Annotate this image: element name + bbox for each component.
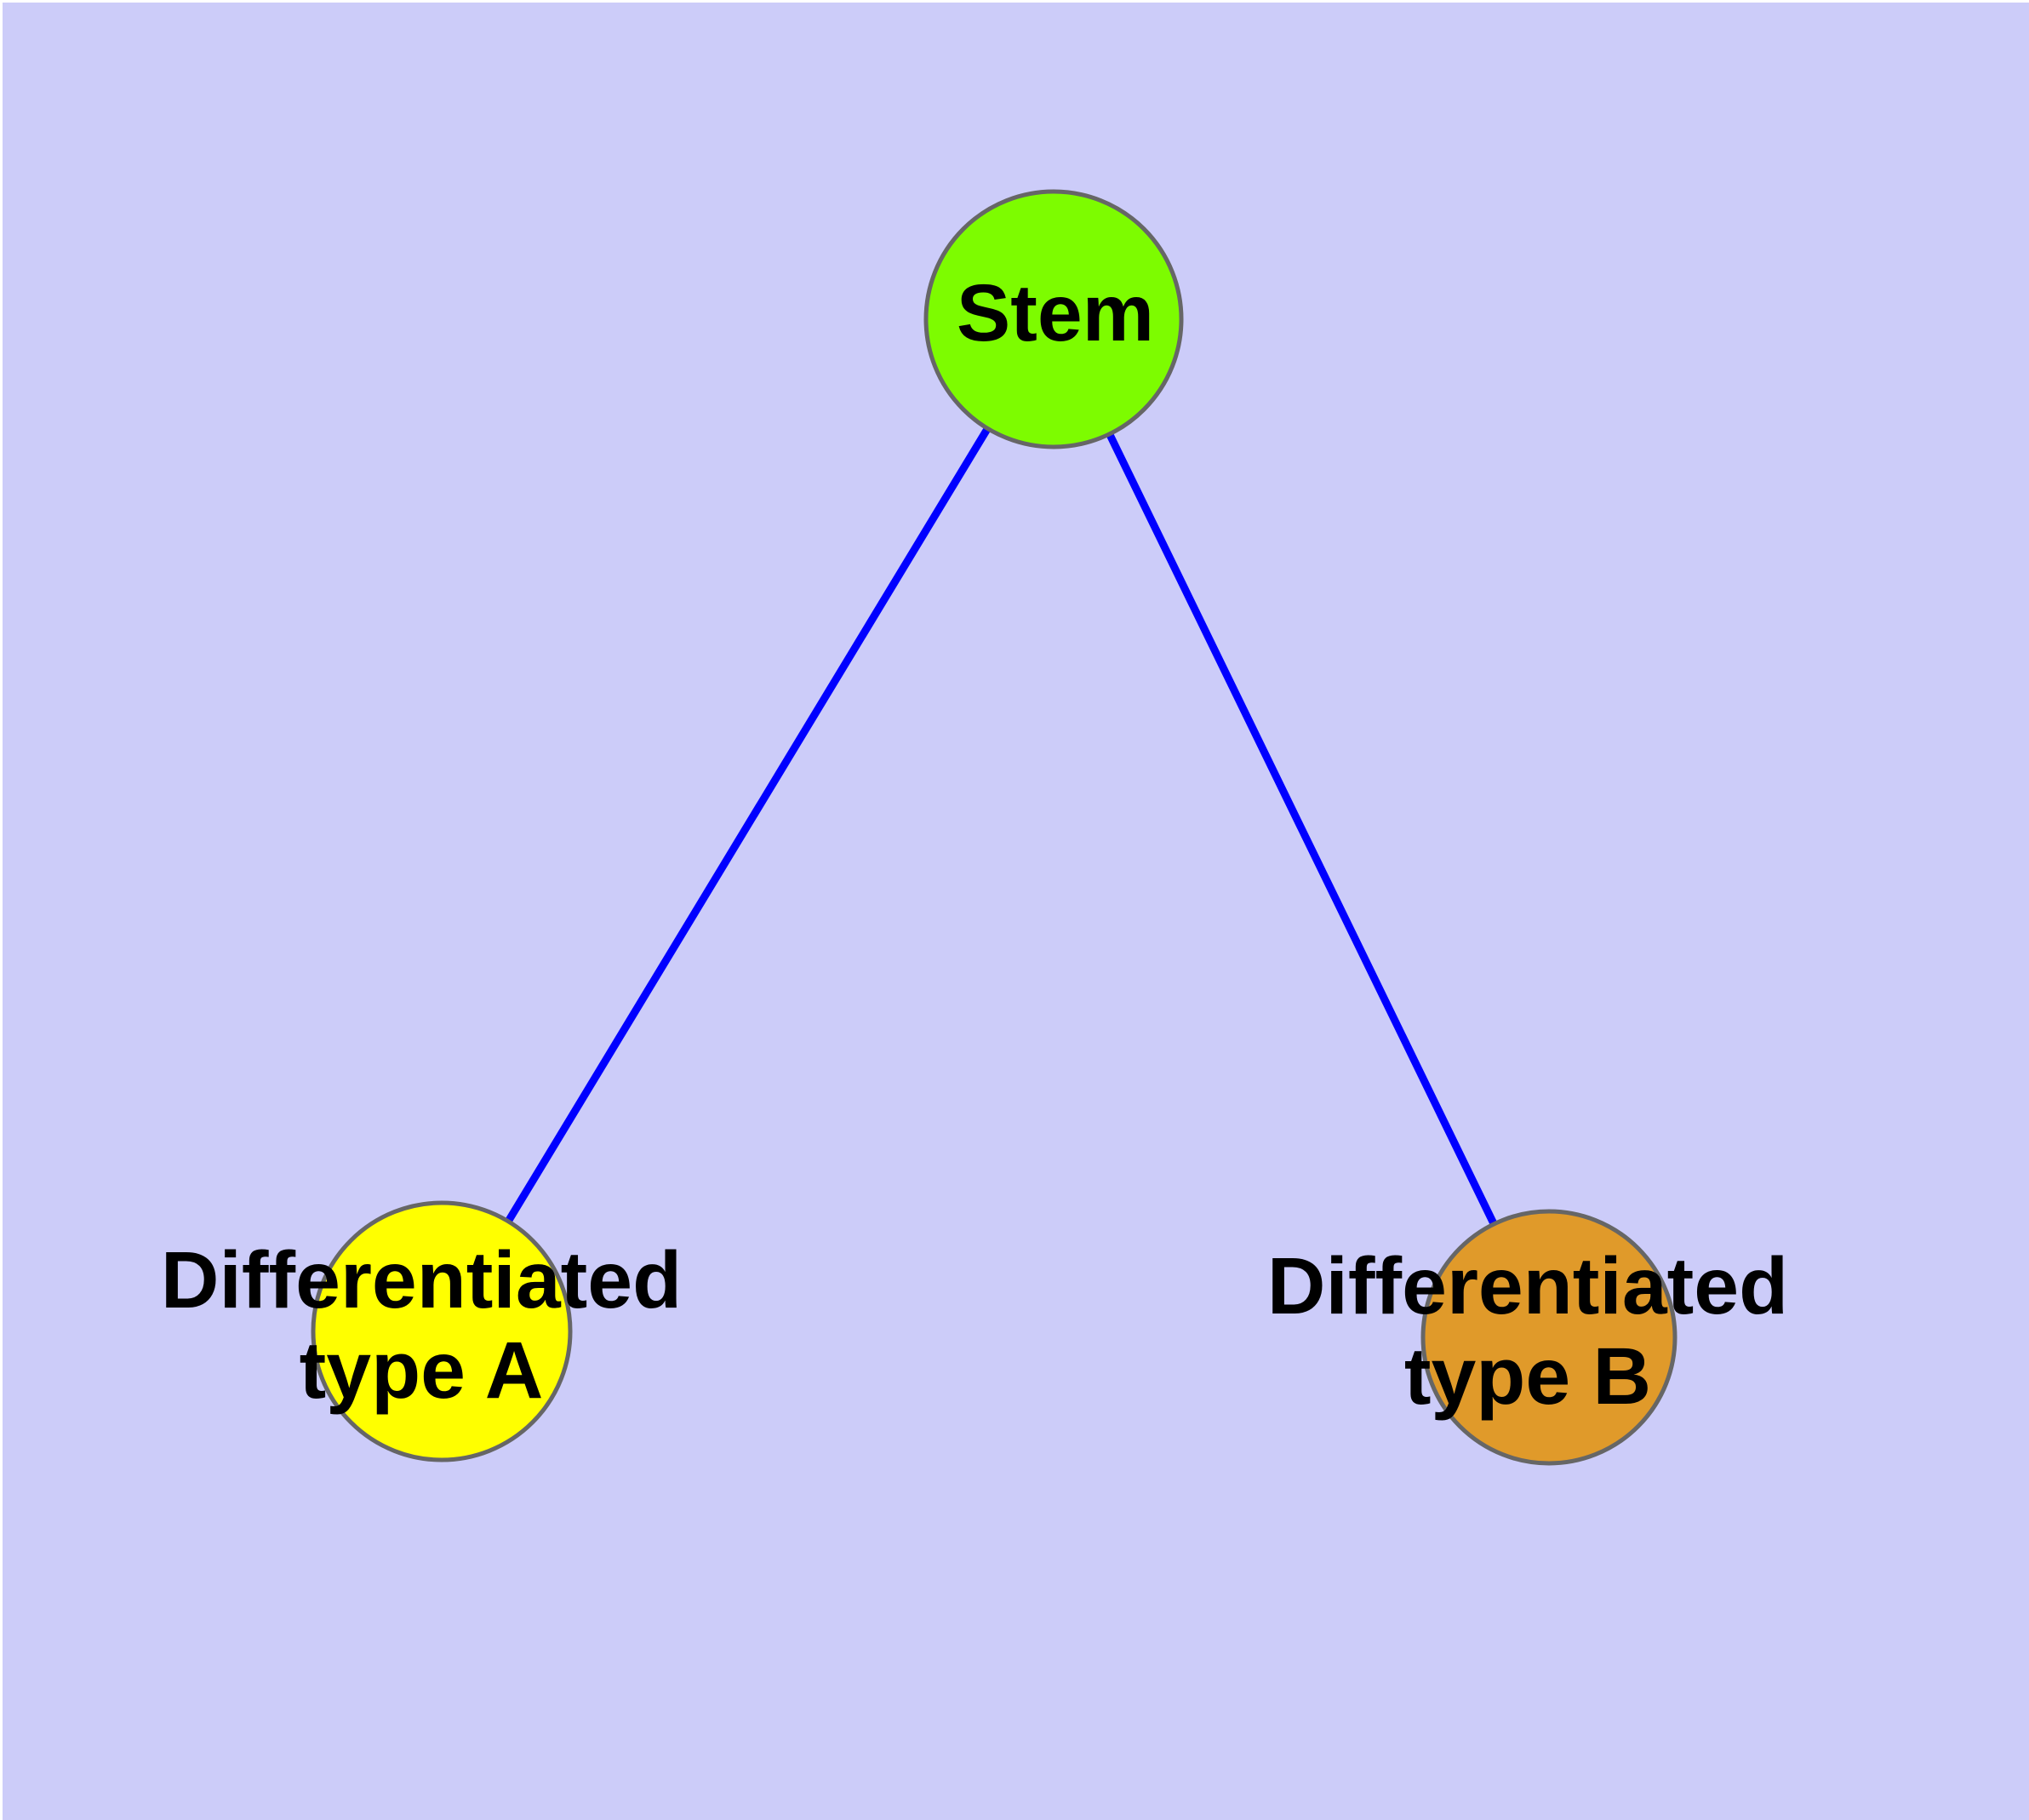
node-label-line: Stem	[957, 268, 1154, 358]
node-diff_a[interactable]	[311, 1200, 573, 1462]
node-label-line: Differentiated	[1267, 1241, 1788, 1331]
edge-layer	[506, 427, 1497, 1225]
node-diff_b[interactable]	[1420, 1209, 1677, 1466]
node-label-line: type B	[1404, 1331, 1651, 1422]
node-label-stem: Stem	[957, 268, 1154, 358]
node-stem[interactable]	[923, 189, 1184, 449]
node-label-line: Differentiated	[161, 1235, 682, 1325]
node-layer	[311, 189, 1677, 1466]
edge-stem-diff-b	[1106, 433, 1497, 1225]
edge-stem-diff-a	[506, 427, 991, 1222]
node-label-line: type A	[300, 1325, 544, 1416]
